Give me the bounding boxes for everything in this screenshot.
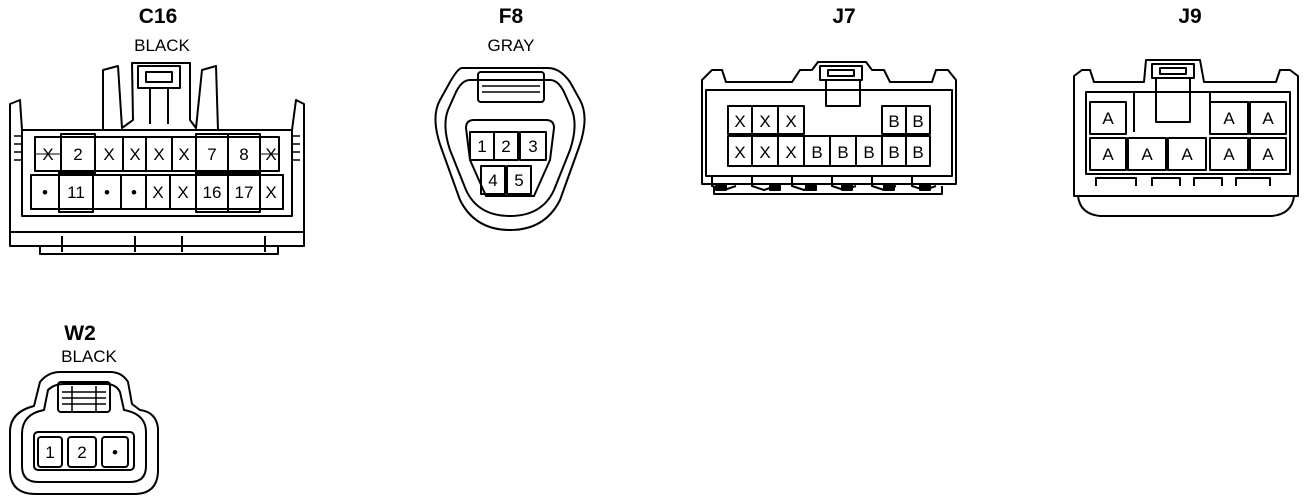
j9-pin-label: A [1102, 109, 1114, 128]
j7-pin-label: X [734, 112, 745, 131]
c16-pin-label: X [42, 145, 53, 164]
j9-pin-label: A [1181, 145, 1193, 164]
c16-pin-label: X [177, 183, 188, 202]
f8-pin-label: 1 [477, 137, 486, 156]
j9-pin-label: A [1223, 145, 1235, 164]
j7-pin-label: B [888, 112, 899, 131]
f8-color: GRAY [488, 36, 535, 55]
j7-pin-label: X [759, 143, 770, 162]
f8-pin-label: 3 [528, 137, 537, 156]
c16-pin-label: 8 [239, 145, 248, 164]
j7-pin-label: B [863, 143, 874, 162]
connector-c16: C16 BLACK [9, 5, 305, 255]
c16-pin-label: X [129, 145, 140, 164]
connector-w2: W2 BLACK 1 2 • [9, 322, 159, 495]
w2-pin-label: 1 [45, 443, 54, 462]
f8-title: F8 [499, 5, 524, 28]
w2-title: W2 [64, 322, 96, 345]
c16-title: C16 [139, 5, 178, 28]
c16-pin-label: 16 [203, 183, 222, 202]
w2-pin-label: 2 [77, 443, 86, 462]
w2-color: BLACK [61, 347, 117, 366]
c16-pin-label: X [265, 145, 276, 164]
c16-pin-label: • [42, 183, 48, 202]
j9-title: J9 [1178, 5, 1201, 28]
j7-pin-label: B [912, 112, 923, 131]
j7-pin-label: X [785, 112, 796, 131]
j7-pin-label: B [837, 143, 848, 162]
c16-pin-label: 7 [207, 145, 216, 164]
w2-pin-label: • [112, 443, 118, 462]
c16-pin-label: X [103, 145, 114, 164]
j9-pin-label: A [1223, 109, 1235, 128]
j9-pin-label: A [1141, 145, 1153, 164]
c16-pin-label: 17 [235, 183, 254, 202]
j7-pin-label: B [888, 143, 899, 162]
c16-pin-label: • [104, 183, 110, 202]
connector-f8: F8 GRAY 1 2 3 4 5 [434, 5, 586, 231]
c16-pin-label: • [131, 183, 137, 202]
f8-pin-label: 4 [488, 171, 497, 190]
j7-pin-label: X [759, 112, 770, 131]
c16-pin-label: X [178, 145, 189, 164]
c16-pin-label: X [265, 183, 276, 202]
c16-pin-label: 11 [67, 183, 85, 202]
f8-pin-label: 5 [514, 171, 523, 190]
j7-pin-label: B [912, 143, 923, 162]
connector-j7: J7 [701, 5, 957, 195]
j9-pin-label: A [1102, 145, 1114, 164]
c16-pin-label: X [152, 183, 163, 202]
c16-color: BLACK [134, 36, 190, 55]
j7-pin-label: X [734, 143, 745, 162]
c16-pin-label: X [153, 145, 164, 164]
j7-title: J7 [832, 5, 855, 28]
j9-pin-label: A [1262, 109, 1274, 128]
j7-pin-label: X [785, 143, 796, 162]
connector-j9: J9 A A A A A [1073, 5, 1299, 217]
f8-pin-label: 2 [501, 137, 510, 156]
j7-pin-label: B [811, 143, 822, 162]
c16-pin-label: 2 [73, 145, 82, 164]
j9-pin-label: A [1262, 145, 1274, 164]
